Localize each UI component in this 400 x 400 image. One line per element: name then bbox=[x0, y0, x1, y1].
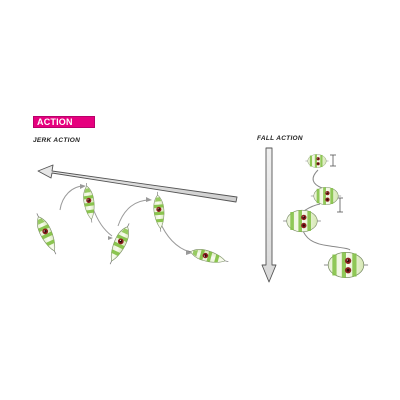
action-header-badge: ACTION bbox=[33, 116, 95, 128]
fall-line-path bbox=[301, 169, 351, 251]
jerk-line-arrowheads bbox=[80, 184, 192, 255]
jerk-lure-1 bbox=[31, 210, 62, 258]
action-header-title: ACTION bbox=[37, 117, 73, 127]
jerk-lure-4 bbox=[151, 191, 167, 233]
fall-lure-1 bbox=[305, 154, 329, 168]
fall-lure-4 bbox=[323, 251, 369, 279]
fall-action-label: FALL ACTION bbox=[257, 135, 303, 142]
jerk-action-label: JERK ACTION bbox=[33, 137, 81, 144]
fall-direction-arrow bbox=[261, 147, 277, 283]
fall-lure-3 bbox=[282, 209, 322, 233]
jerk-lure-2 bbox=[80, 181, 98, 224]
jerk-direction-arrow bbox=[37, 164, 238, 203]
jerk-lure-5 bbox=[185, 245, 231, 268]
fall-lure-2 bbox=[310, 187, 342, 205]
jerk-lure-3 bbox=[104, 220, 135, 268]
fall-size-marker-1 bbox=[330, 154, 336, 167]
fall-size-marker-2 bbox=[337, 197, 343, 213]
